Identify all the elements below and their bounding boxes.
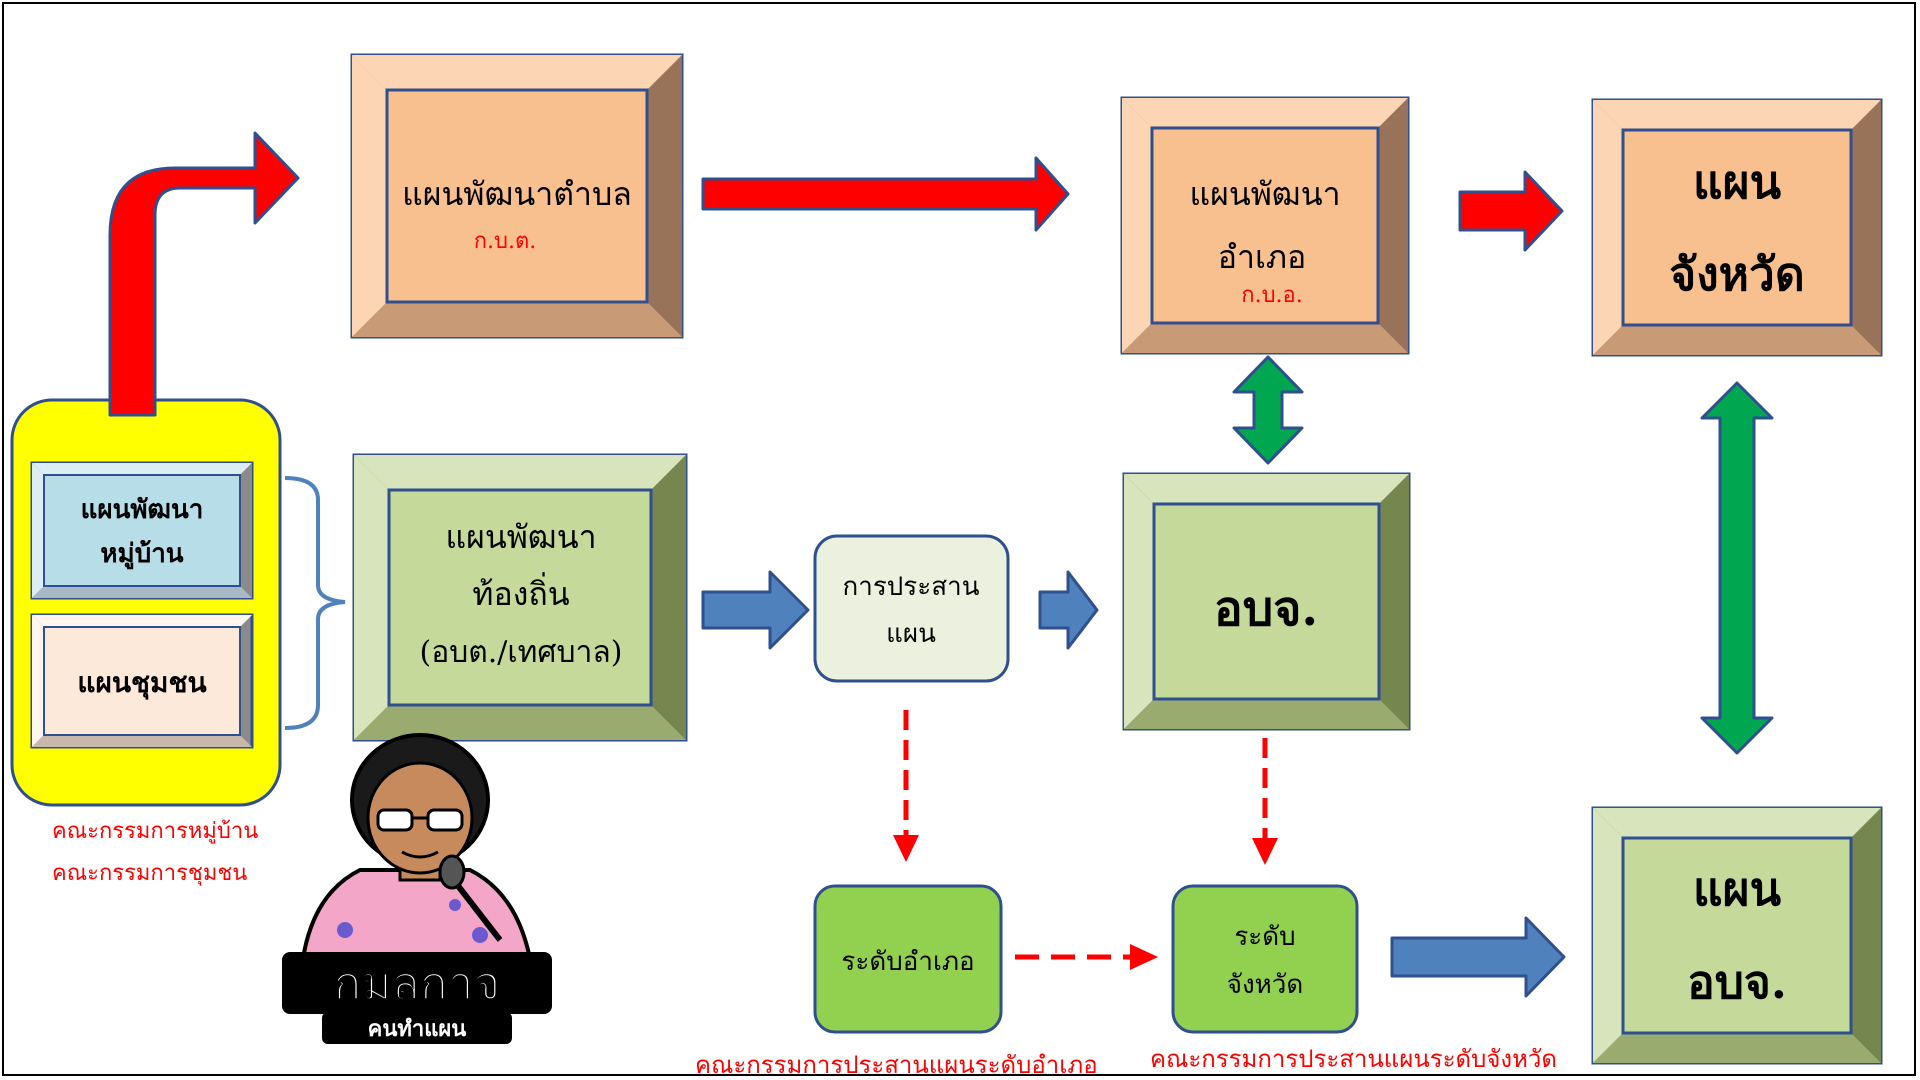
coordination-box: การประสาน แผน bbox=[813, 534, 1010, 683]
dashed-arrow-pao-to-province-level bbox=[1252, 738, 1278, 865]
province-plan-line2: จังหวัด bbox=[1669, 247, 1804, 301]
district-level-box: ระดับอำเภอ bbox=[813, 884, 1003, 1034]
province-committee-caption: คณะกรรมการประสานแผนระดับจังหวัด bbox=[1150, 1045, 1557, 1073]
pao-box: อบจ. bbox=[1122, 472, 1411, 731]
coordination-line2: แผน bbox=[886, 619, 936, 649]
red-arrow-tambon-to-amphoe bbox=[701, 156, 1070, 232]
community-plan-line1: แผนชุมชน bbox=[77, 666, 206, 700]
coordination-line1: การประสาน bbox=[843, 572, 980, 602]
province-plan-box: แผน จังหวัด bbox=[1591, 98, 1883, 357]
logo-name: กมลกาจ bbox=[334, 956, 501, 1010]
blue-arrow-local-to-coordination bbox=[701, 570, 810, 650]
local-plan-line2: ท้องถิ่น bbox=[472, 572, 569, 613]
tambon-committee-label: ก.บ.ต. bbox=[474, 229, 537, 254]
amphoe-committee-label: ก.บ.อ. bbox=[1241, 283, 1302, 308]
village-committee-caption: คณะกรรมการหมู่บ้าน bbox=[52, 819, 258, 844]
blue-arrow-coordination-to-pao bbox=[1038, 570, 1099, 650]
pao-plan-line2: อบจ. bbox=[1687, 955, 1787, 1009]
province-plan-line1: แผน bbox=[1693, 155, 1782, 209]
province-level-line2: จังหวัด bbox=[1227, 970, 1304, 1000]
dashed-arrow-district-to-province-level bbox=[1015, 944, 1158, 970]
dashed-arrow-coordination-to-district bbox=[893, 710, 919, 862]
logo-tagline: คนทำแผน bbox=[368, 1017, 467, 1042]
community-plan-box: แผนชุมชน bbox=[30, 613, 254, 749]
village-plan-box: แผนพัฒนา หมู่บ้าน bbox=[30, 461, 254, 600]
pao-plan-box: แผน อบจ. bbox=[1591, 806, 1883, 1065]
district-level-label: ระดับอำเภอ bbox=[841, 947, 974, 977]
group-bracket bbox=[284, 476, 346, 730]
local-plan-line3: (อบต./เทศบาล) bbox=[420, 635, 623, 670]
province-level-line1: ระดับ bbox=[1234, 922, 1295, 952]
community-committee-caption: คณะกรรมการชุมชน bbox=[52, 861, 247, 886]
red-arrow-amphoe-to-province bbox=[1458, 170, 1564, 252]
province-level-box: ระดับ จังหวัด bbox=[1171, 884, 1359, 1034]
pao-plan-line1: แผน bbox=[1693, 862, 1782, 916]
green-double-arrow-province-pao-plan bbox=[1700, 381, 1774, 755]
pao-title: อบจ. bbox=[1214, 581, 1318, 637]
amphoe-plan-line1: แผนพัฒนา bbox=[1189, 175, 1340, 213]
amphoe-plan-box: แผนพัฒนา อำเภอ ก.บ.อ. bbox=[1120, 96, 1410, 355]
tambon-plan-box: แผนพัฒนาตำบล ก.บ.ต. bbox=[350, 53, 684, 339]
green-double-arrow-amphoe-pao bbox=[1232, 355, 1304, 465]
mascot-logo: กมลกาจ คนทำแผน bbox=[282, 733, 552, 1044]
district-committee-caption: คณะกรรมการประสานแผนระดับอำเภอ bbox=[695, 1051, 1098, 1079]
red-arrow-up-right bbox=[108, 131, 300, 417]
local-plan-line1: แผนพัฒนา bbox=[445, 518, 596, 556]
tambon-plan-title: แผนพัฒนาตำบล bbox=[402, 175, 632, 213]
village-plan-line1: แผนพัฒนา bbox=[81, 495, 204, 525]
local-plan-box: แผนพัฒนา ท้องถิ่น (อบต./เทศบาล) bbox=[352, 453, 688, 742]
amphoe-plan-line2: อำเภอ bbox=[1218, 238, 1306, 276]
blue-arrow-province-level-to-pao-plan bbox=[1390, 916, 1566, 998]
village-plan-line2: หมู่บ้าน bbox=[100, 539, 183, 570]
